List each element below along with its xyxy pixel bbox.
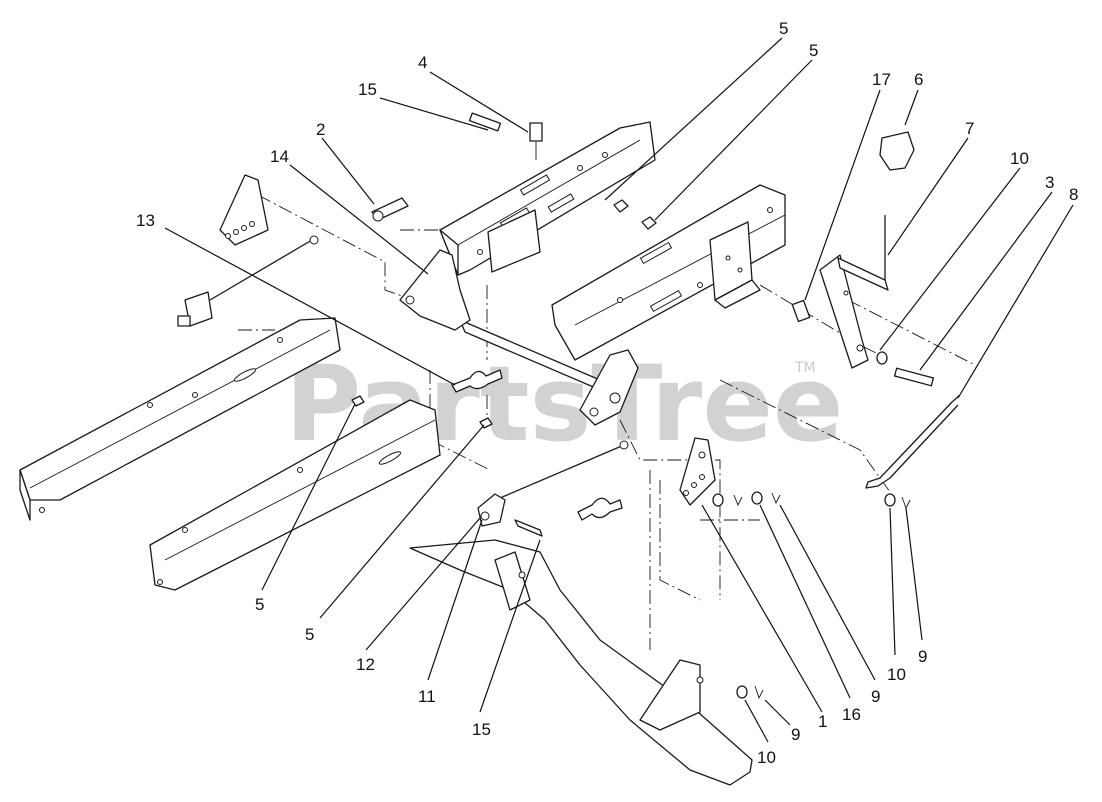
callout-10: 10 [1010,149,1029,168]
callout-10: 10 [757,748,776,767]
bushing-17 [791,299,811,323]
callout-11: 11 [418,687,436,706]
lift-handle [819,131,915,369]
callout-5: 5 [255,595,264,614]
lift-link-8 [865,394,961,489]
lower-frame-rail [149,399,441,591]
callout-9: 9 [791,725,800,744]
callout-8: 8 [1069,185,1078,204]
callout-12: 12 [356,655,375,674]
bolt-3 [876,351,935,387]
callout-17: 17 [872,70,891,89]
spring-part [371,197,409,222]
nuts [351,199,657,429]
callout-16: 16 [842,705,861,724]
callout-13: 13 [136,211,155,230]
right-channel-bracket [551,184,786,361]
callout-2: 2 [316,120,325,139]
bolt-upper [468,112,543,160]
lift-shaft-assembly [399,249,639,426]
washers-and-pins [712,491,911,700]
small-clamp [577,497,623,521]
watermark-trademark: TM [794,360,816,376]
callout-5: 5 [779,19,788,38]
callout-14: 14 [270,147,289,166]
leader-lines [164,37,1074,743]
left-adjustment-rod [177,235,319,327]
lower-adjustment-rod [477,440,629,537]
callout-labels: 5 5 4 15 2 14 13 17 6 7 10 3 8 5 5 12 11… [136,19,1078,767]
callout-7: 7 [965,119,974,138]
callout-6: 6 [914,70,923,89]
callout-15: 15 [472,720,491,739]
clamp-13 [451,369,503,393]
callout-10: 10 [887,665,906,684]
adjustment-plate-top [219,174,269,246]
callout-5: 5 [305,625,314,644]
deck-hanger-arm [409,539,753,786]
callout-1: 1 [818,712,827,731]
callout-5: 5 [809,41,818,60]
callout-9: 9 [918,647,927,666]
callout-4: 4 [418,53,427,72]
callout-9: 9 [871,687,880,706]
left-frame-rail [19,317,341,521]
upper-channel-bracket [439,121,656,276]
adjustment-plate-1 [679,437,716,506]
callout-3: 3 [1045,173,1054,192]
callout-15: 15 [358,80,377,99]
